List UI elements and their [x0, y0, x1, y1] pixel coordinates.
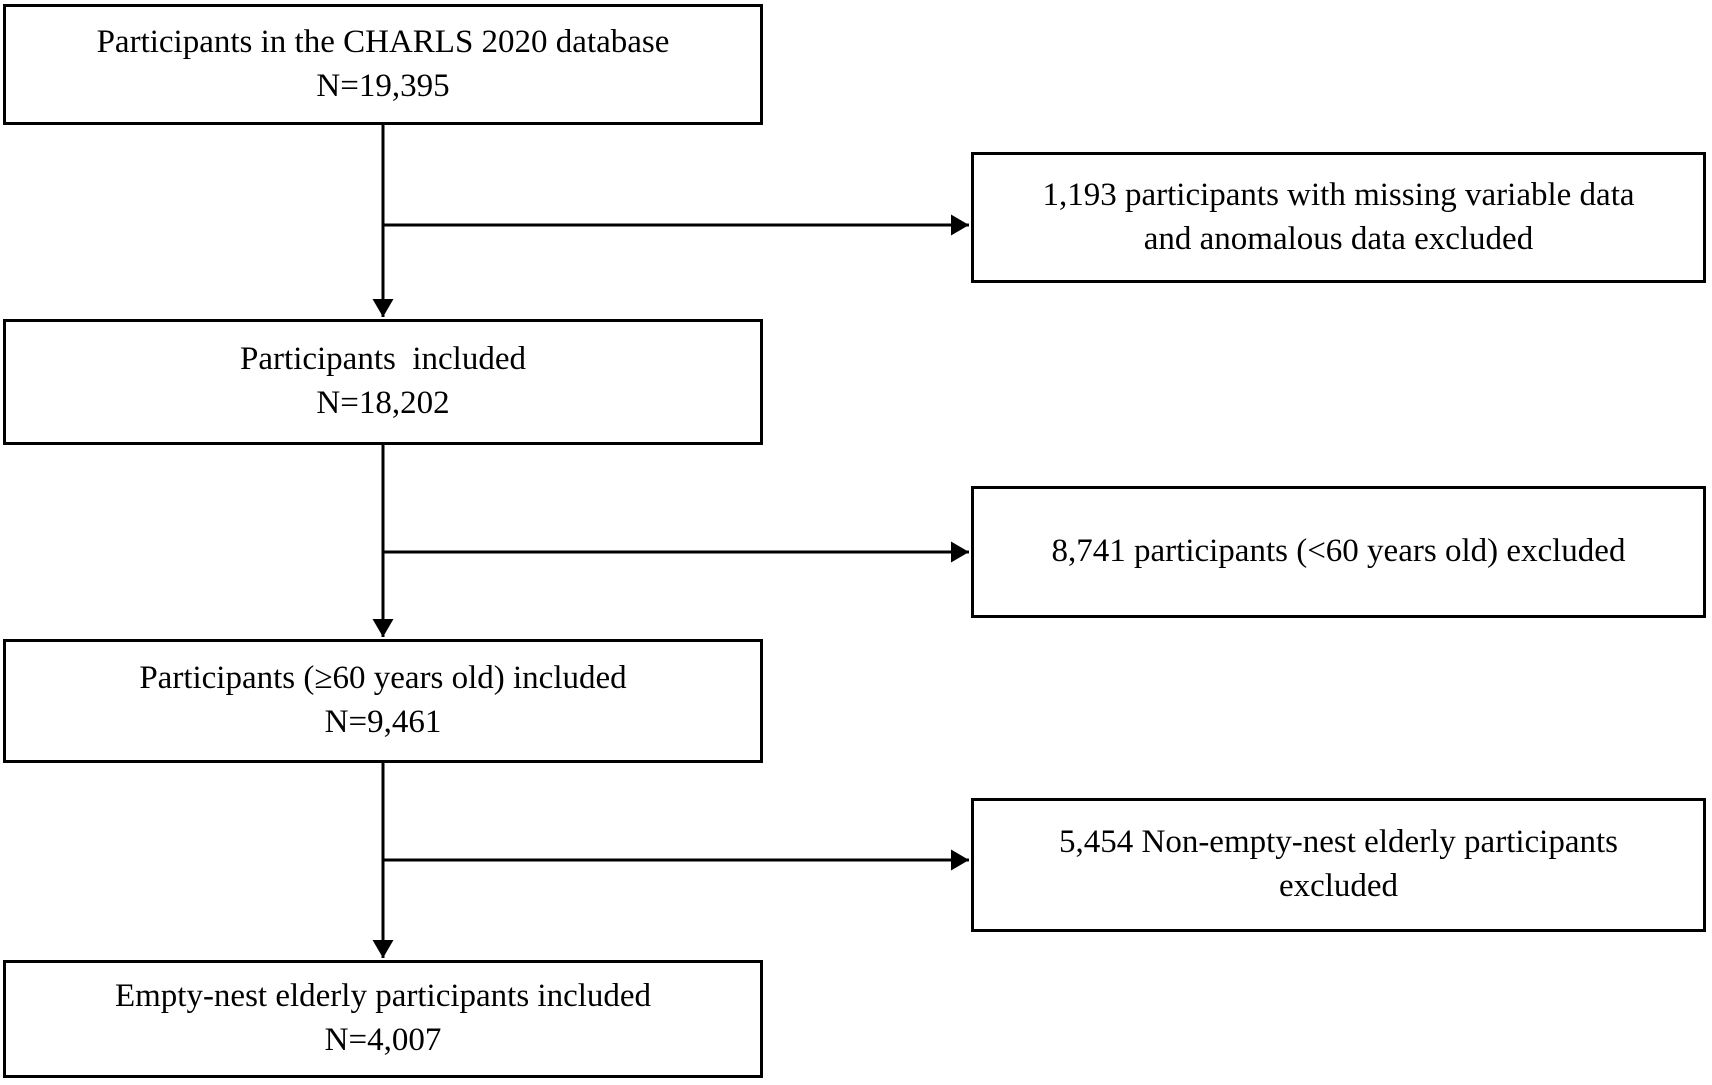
box-participants-60-included-line1: Participants (≥60 years old) included — [139, 660, 627, 697]
box-excluded-under-60: 8,741 participants (<60 years old) exclu… — [971, 486, 1706, 618]
box-participants-60-included: Participants (≥60 years old) included N=… — [3, 639, 763, 763]
box-excluded-missing-data-line1: 1,193 participants with missing variable… — [1042, 176, 1635, 213]
box-charls-2020-database: Participants in the CHARLS 2020 database… — [3, 4, 763, 125]
box-participants-included-count: N=18,202 — [316, 385, 450, 421]
box-excluded-under-60-line1: 8,741 participants (<60 years old) exclu… — [1051, 533, 1626, 570]
box-empty-nest-included-count: N=4,007 — [324, 1022, 442, 1058]
box-empty-nest-included: Empty-nest elderly participants included… — [3, 960, 763, 1078]
box-excluded-non-empty-nest-line1: 5,454 Non-empty-nest elderly participant… — [1058, 824, 1619, 861]
box-excluded-non-empty-nest-line2: excluded — [1278, 868, 1399, 904]
box-excluded-missing-data-line2: and anomalous data excluded — [1143, 220, 1534, 257]
box-empty-nest-included-line1: Empty-nest elderly participants included — [114, 978, 652, 1015]
box-participants-60-included-count: N=9,461 — [324, 704, 442, 740]
box-excluded-non-empty-nest: 5,454 Non-empty-nest elderly participant… — [971, 798, 1706, 932]
box-participants-included: Participants included N=18,202 — [3, 319, 763, 445]
box-charls-2020-database-count: N=19,395 — [316, 67, 450, 104]
box-excluded-missing-data: 1,193 participants with missing variable… — [971, 152, 1706, 283]
box-participants-included-line1: Participants included — [240, 341, 526, 378]
box-charls-2020-database-line1: Participants in the CHARLS 2020 database — [96, 23, 670, 60]
